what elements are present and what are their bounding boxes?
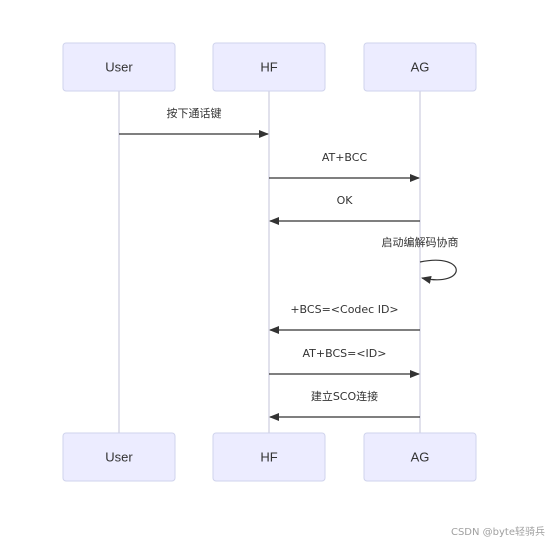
message-label: OK — [337, 194, 354, 207]
message-label: AT+BCS=<ID> — [303, 347, 387, 360]
user-actor-label-bottom: User — [105, 450, 133, 465]
message-label: 启动编解码协商 — [382, 235, 459, 249]
ag-actor-label-top: AG — [411, 60, 430, 75]
message-label: 建立SCO连接 — [311, 389, 378, 403]
user-actor-label-top: User — [105, 60, 133, 75]
ag-actor-label-bottom: AG — [411, 450, 430, 465]
user-actor-box-bottom — [62, 432, 176, 482]
ag-actor-box-top — [363, 42, 477, 92]
message-label: +BCS=<Codec ID> — [290, 303, 398, 316]
message-label: AT+BCC — [322, 151, 368, 164]
hf-actor-box-bottom — [212, 432, 326, 482]
user-actor-box-top — [62, 42, 176, 92]
hf-actor-label-top: HF — [260, 60, 277, 75]
hf-actor-label-bottom: HF — [260, 450, 277, 465]
ag-actor-box-bottom — [363, 432, 477, 482]
watermark: CSDN @byte轻骑兵 — [450, 527, 545, 538]
hf-actor-box-top — [212, 42, 326, 92]
message-label: 按下通话键 — [167, 106, 222, 120]
message-arrow-self — [419, 259, 457, 284]
